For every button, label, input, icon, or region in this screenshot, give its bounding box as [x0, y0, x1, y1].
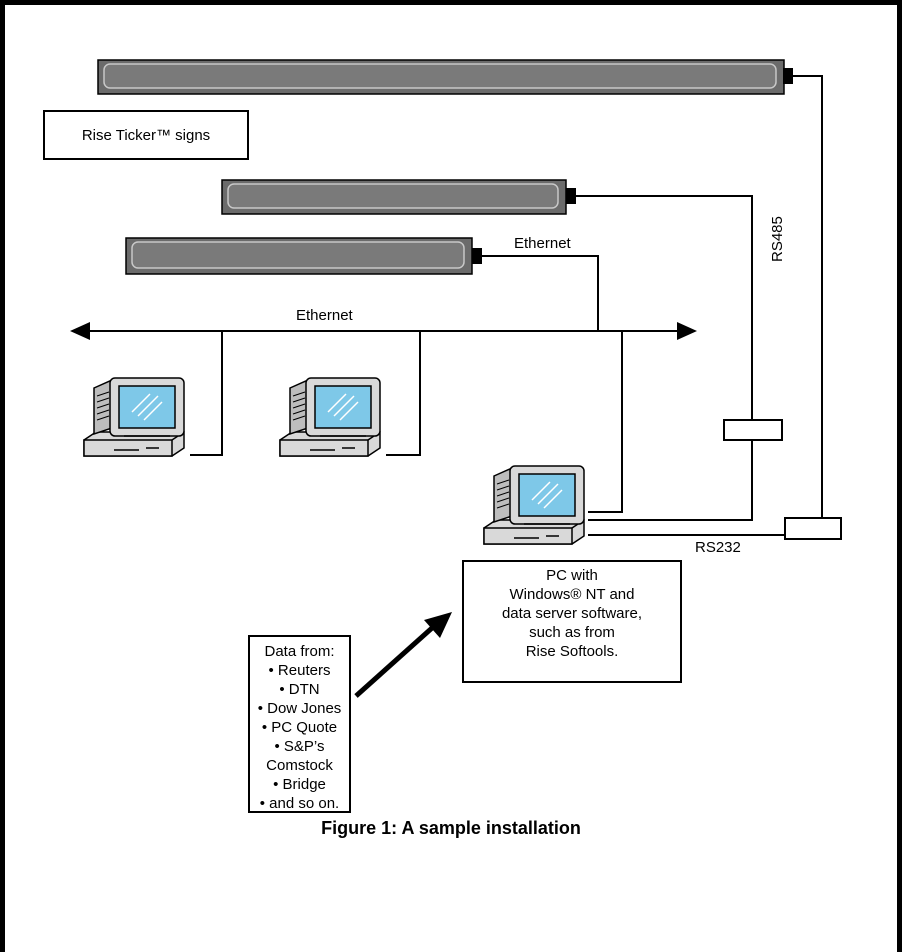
pc-description-box: PC with Windows® NT and data server soft…: [462, 560, 682, 683]
data-source-line: • Reuters: [268, 662, 331, 679]
data-flow-arrow: [354, 612, 452, 698]
computer-icon-2: [279, 377, 381, 457]
data-source-line: • S&P’s Comstock: [266, 738, 333, 774]
computer-icon-server: [483, 465, 585, 545]
rs232-label: RS232: [695, 539, 741, 556]
pc-line: Rise Softools.: [525, 643, 619, 660]
data-source-line: • DTN: [279, 681, 320, 698]
signs-label-box: Rise Ticker™ signs: [43, 110, 249, 160]
bus-arrow-left: [70, 322, 90, 340]
pc-line: PC with: [546, 567, 598, 584]
ethernet-label-top: Ethernet: [514, 235, 571, 252]
data-source-line: • PC Quote: [261, 719, 338, 736]
bus-arrow-right: [677, 322, 697, 340]
rs485-label: RS485: [769, 216, 786, 262]
data-sources-box: Data from: • Reuters • DTN • Dow Jones •…: [248, 635, 351, 813]
ticker-sign-middle: [221, 179, 576, 215]
ethernet-label-bus: Ethernet: [296, 307, 353, 324]
ticker-sign-bottom: [125, 237, 482, 275]
figure-caption: Figure 1: A sample installation: [321, 818, 581, 838]
data-source-line: • and so on.: [259, 795, 340, 812]
pc-line: such as from: [529, 624, 615, 641]
pc-line: Windows® NT and: [509, 586, 635, 603]
data-source-line: Data from:: [264, 643, 335, 660]
converter-rs485: [723, 419, 783, 441]
signs-label: Rise Ticker™ signs: [81, 126, 211, 144]
computer-icon-1: [83, 377, 185, 457]
data-source-line: • Bridge: [273, 776, 326, 793]
ticker-sign-top: [97, 59, 793, 95]
data-source-line: • Dow Jones: [257, 700, 342, 717]
converter-rs232: [784, 517, 842, 540]
pc-line: data server software,: [501, 605, 643, 622]
